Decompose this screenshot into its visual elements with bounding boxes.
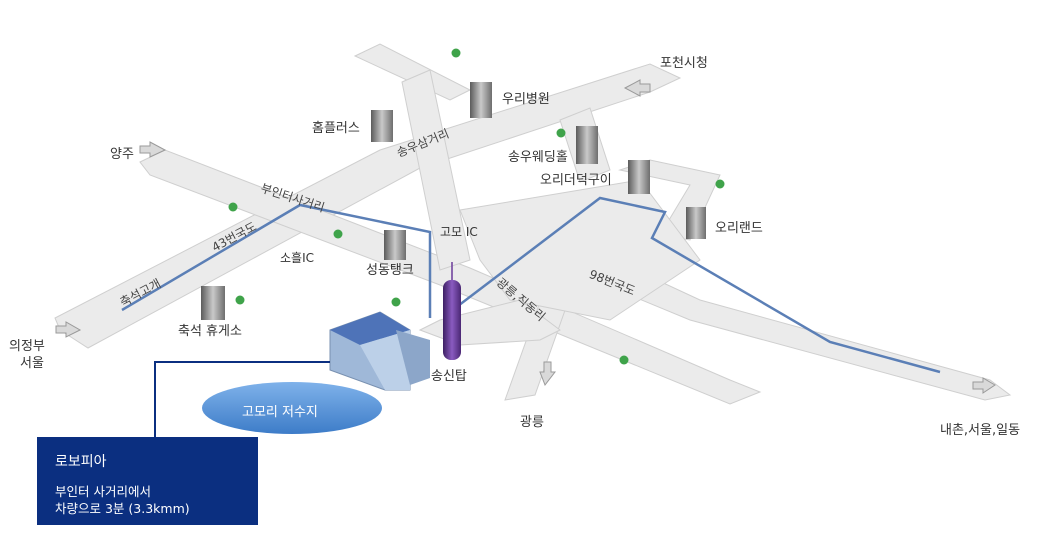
info-title: 로보피아 <box>55 454 107 470</box>
label-uri-hospital: 우리병원 <box>502 92 550 107</box>
label-pocheon: 포천시청 <box>660 56 708 71</box>
arrow-icon <box>55 79 996 394</box>
tree-icon <box>228 48 725 365</box>
route-line-2 <box>449 196 941 374</box>
label-yangju: 양주 <box>110 147 134 162</box>
info-box: 로보피아 부인터 사거리에서 차량으로 3분 (3.3kmm) <box>37 437 258 525</box>
callout-line <box>154 361 330 437</box>
label-chukseok-rest: 축석 휴게소 <box>178 324 242 339</box>
label-uijeongbu: 의정부 <box>9 339 45 354</box>
info-line-1: 부인터 사거리에서 <box>55 484 151 499</box>
label-songu-wedding: 송우웨딩홀 <box>508 150 568 165</box>
route-line <box>121 203 432 318</box>
label-ori-duck: 오리더덕구이 <box>540 173 612 188</box>
label-seoul: 서울 <box>20 356 44 371</box>
label-soheul-ic: 소흘IC <box>280 251 314 265</box>
info-line-2: 차량으로 3분 (3.3kmm) <box>55 501 190 516</box>
label-songsintap: 송신탑 <box>431 369 467 384</box>
label-oriland: 오리랜드 <box>715 221 763 236</box>
tower-icon <box>443 262 461 360</box>
label-seongdong-tank: 성동탱크 <box>366 263 414 278</box>
label-homeplus: 홈플러스 <box>312 121 360 136</box>
lake-label: 고모리 저수지 <box>242 405 318 420</box>
lake-icon <box>202 382 382 434</box>
robopia-building-icon <box>329 311 430 391</box>
label-naechon: 내촌,서울,일동 <box>940 423 1021 438</box>
label-gwangneung: 광릉 <box>520 415 544 430</box>
building-icon <box>201 82 706 320</box>
label-gomo-ic: 고모 IC <box>440 225 478 239</box>
